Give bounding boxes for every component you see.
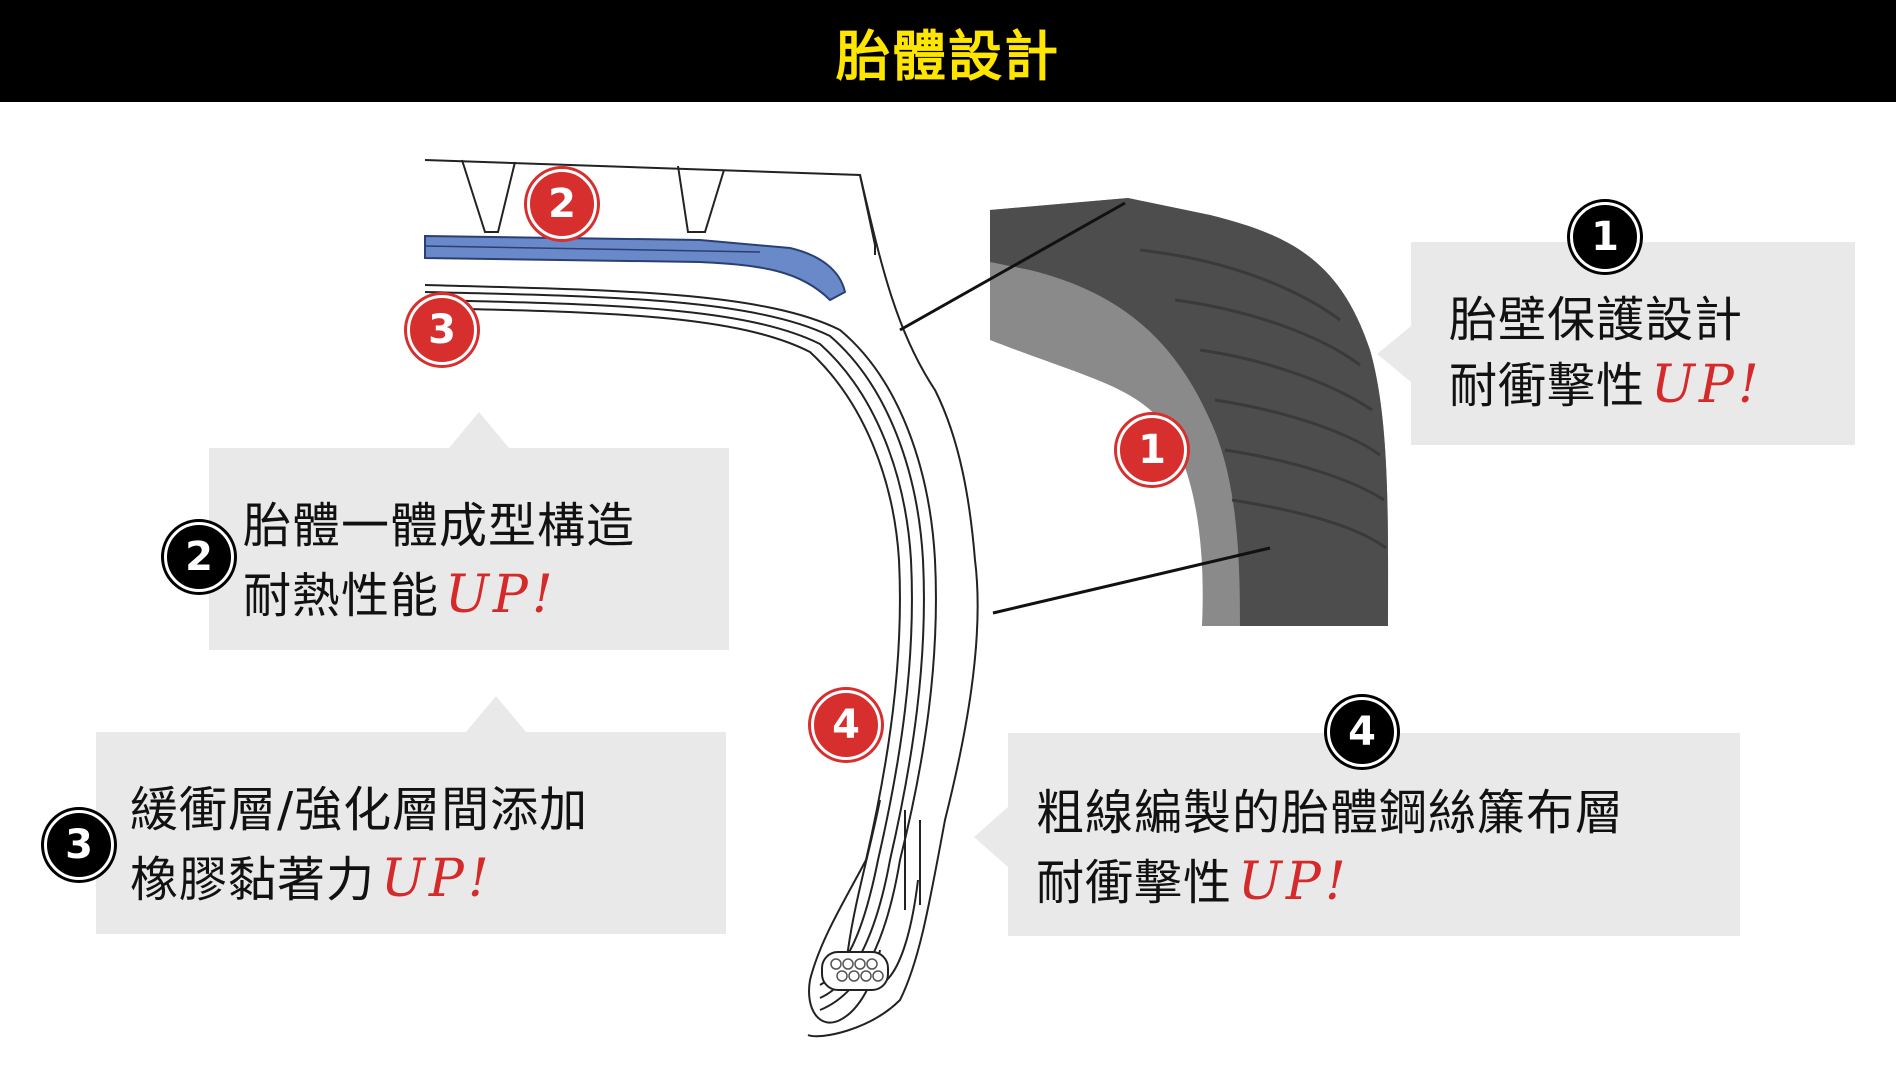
callout-2-line2-text: 耐熱性能 (243, 568, 440, 624)
marker-3-icon: 3 (407, 295, 477, 365)
callout-1-number-icon: 1 (1570, 202, 1640, 272)
page-title: 胎體設計 (836, 24, 1060, 88)
callout-4-number-icon: 4 (1327, 697, 1397, 767)
connector-line-bottom (992, 546, 1271, 615)
callout-3-up: UP! (381, 849, 493, 909)
callout-1-line2-text: 耐衝擊性 (1449, 358, 1646, 414)
callout-1-line1: 胎壁保護設計 (1449, 292, 1744, 348)
liner-line (424, 245, 761, 253)
tire-cross-section (424, 159, 979, 1038)
inner-liner-band (424, 234, 847, 302)
connector-line-top (899, 201, 1126, 332)
title-bar: 胎體設計 (0, 0, 1896, 102)
callout-4-line1: 粗線編製的胎體鋼絲簾布層 (1036, 785, 1625, 841)
callout-2-line1: 胎體一體成型構造 (243, 498, 636, 554)
marker-1-icon: 1 (1117, 415, 1187, 485)
callout-1-up: UP! (1651, 355, 1763, 415)
callout-4-up: UP! (1238, 852, 1350, 912)
callout-2-up: UP! (445, 565, 557, 625)
callout-3-line1: 緩衝層/強化層間添加 (130, 782, 589, 838)
callout-2-number-icon: 2 (164, 522, 234, 592)
marker-2-icon: 2 (527, 169, 597, 239)
callout-3-number-icon: 3 (44, 810, 114, 880)
callout-4-line2-text: 耐衝擊性 (1036, 855, 1233, 911)
callout-3-line2-text: 橡膠黏著力 (130, 852, 376, 908)
sidewall-zoom-block (990, 198, 1389, 626)
bead-wire-bundle (821, 951, 889, 991)
marker-4-icon: 4 (811, 690, 881, 760)
